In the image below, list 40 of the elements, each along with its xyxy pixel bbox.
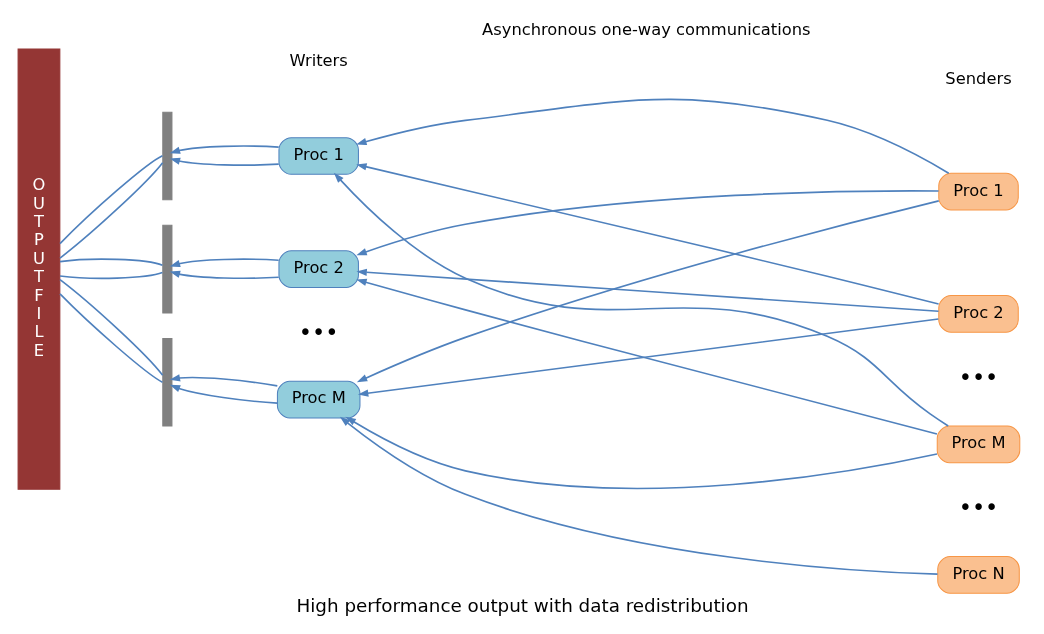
connector — [58, 154, 163, 245]
label: ••• — [958, 494, 998, 521]
arrow — [355, 190, 939, 256]
node-bar — [161, 111, 172, 201]
node-bar — [161, 337, 172, 427]
arrow — [333, 172, 949, 427]
caption: High performance output with data redistribution — [295, 594, 749, 616]
arrow — [355, 163, 939, 305]
arrow — [169, 145, 280, 154]
node-box: Proc M — [276, 380, 360, 419]
connector — [58, 271, 163, 280]
label: Asynchronous one-way communications — [481, 19, 811, 39]
connector — [58, 161, 163, 259]
connector — [58, 278, 163, 377]
arrow — [356, 200, 940, 383]
node-bar — [161, 224, 172, 314]
label: ••• — [298, 319, 339, 346]
arrow — [169, 384, 278, 404]
arrow — [355, 268, 939, 313]
label: ••• — [958, 363, 998, 390]
node-box: Proc 1 — [937, 172, 1019, 211]
arrow — [344, 416, 938, 490]
arrow — [169, 270, 280, 280]
arrow — [339, 416, 938, 575]
connector — [58, 293, 163, 383]
arrow — [169, 258, 280, 267]
arrow — [169, 374, 278, 387]
node-box: Proc M — [936, 425, 1020, 464]
node-box: Proc 2 — [277, 250, 359, 288]
arrow — [355, 278, 938, 435]
arrow — [355, 98, 949, 174]
node-box: O U T P U T F I L E — [17, 48, 60, 490]
node-box: Proc 2 — [937, 295, 1019, 333]
label: Senders — [944, 69, 1012, 89]
node-box: Proc N — [936, 555, 1020, 594]
arrow — [169, 157, 280, 166]
connector — [58, 258, 163, 267]
node-box: Proc 1 — [277, 137, 359, 175]
arrow — [357, 318, 939, 397]
label: Writers — [289, 51, 348, 71]
